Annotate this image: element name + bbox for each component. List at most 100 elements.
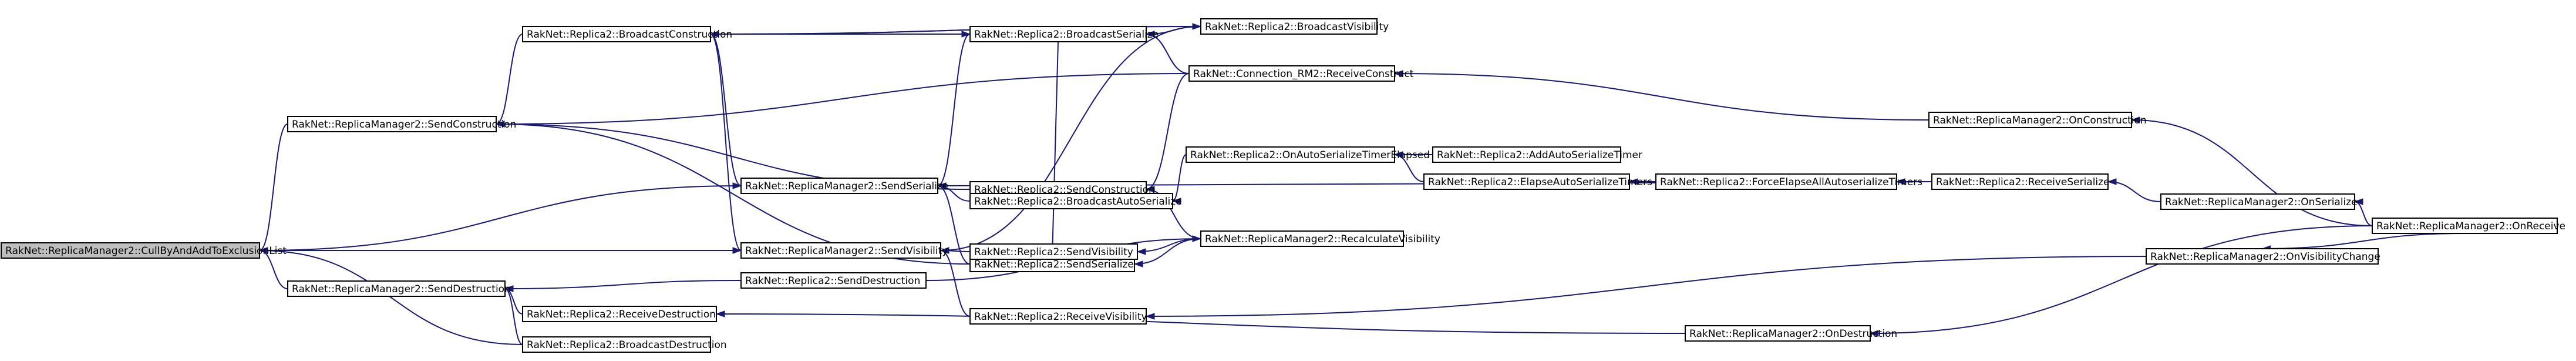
node-n16[interactable]: RakNet::Replica2::ForceElapseAllAutoseri… <box>1655 173 1922 190</box>
edge-line <box>937 34 971 186</box>
node-n23[interactable]: RakNet::Replica2::SendDestruction <box>740 272 927 289</box>
node-label: RakNet::ReplicaManager2::OnVisibilityCha… <box>2150 251 2380 263</box>
edge-arrowhead <box>1192 23 1202 30</box>
node-box <box>969 26 1147 42</box>
edge-n16-n17 <box>1895 178 1932 185</box>
node-box <box>1655 173 1897 190</box>
node-box <box>1928 112 2132 128</box>
edge-line <box>259 123 288 251</box>
edge-n6-n5 <box>710 34 742 189</box>
node-n14[interactable]: RakNet::Replica2::AddAutoSerializeTimer <box>1432 146 1642 163</box>
edge-line <box>710 34 742 251</box>
edge-n11-n20 <box>1393 70 1930 121</box>
node-n15[interactable]: RakNet::Replica2::ElapseAutoSerializeTim… <box>1423 173 1652 190</box>
edge-n24-n25 <box>1145 256 2147 320</box>
edge-line <box>1394 73 1930 121</box>
edge-arrowhead <box>258 247 268 254</box>
node-box <box>740 272 927 289</box>
node-n19[interactable]: RakNet::ReplicaManager2::OnReceive <box>2372 218 2565 234</box>
edge-n2-n5 <box>710 34 742 254</box>
node-n24[interactable]: RakNet::Replica2::ReceiveVisibility <box>969 308 1147 325</box>
edge-arrowhead <box>2130 116 2140 123</box>
node-label: RakNet::ReplicaManager2::SendConstructio… <box>292 119 516 131</box>
edge-n12-n13 <box>1171 154 1187 205</box>
node-n18[interactable]: RakNet::ReplicaManager2::OnSerialize <box>2160 193 2358 210</box>
node-box <box>287 280 506 297</box>
edge-n17-n18 <box>2107 178 2161 202</box>
node-box <box>1200 230 1404 247</box>
node-label: RakNet::ReplicaManager2::OnConstruction <box>1933 115 2147 126</box>
edge-arrowhead <box>2107 178 2117 185</box>
edge-line <box>1172 154 1187 202</box>
node-box <box>1188 65 1395 82</box>
edge-arrowhead <box>1393 151 1403 158</box>
edge-n13-n15 <box>1393 151 1425 182</box>
edge-line <box>1146 73 1190 190</box>
edge-arrowhead <box>504 285 514 292</box>
node-label: RakNet::Replica2::BroadcastAutoSerialize <box>974 196 1182 208</box>
node-n4[interactable]: RakNet::Replica2::BroadcastDestruction <box>522 336 727 353</box>
node-label: RakNet::Replica2::AddAutoSerializeTimer <box>1437 149 1642 161</box>
edge-arrowhead <box>732 182 742 189</box>
edge-n1-n5 <box>495 34 523 128</box>
edge-line <box>504 280 742 289</box>
edge-line <box>2131 119 2373 226</box>
node-label: RakNet::Connection_RM2::ReceiveConstruct <box>1193 68 1414 80</box>
node-box <box>1186 146 1395 163</box>
edge-n6-n9 <box>937 34 971 189</box>
edge-line <box>259 185 742 251</box>
node-label: RakNet::ReplicaManager2::SendSerialize <box>745 180 948 192</box>
edge-n3-n26 <box>504 285 523 315</box>
node-box <box>287 116 497 132</box>
edge-line <box>937 185 971 265</box>
edge-arrowhead <box>1136 248 1146 255</box>
node-n26[interactable]: RakNet::Replica2::ReceiveDestruction <box>522 306 717 322</box>
edge-n27-n19 <box>1869 225 2373 337</box>
edge-line <box>496 34 523 125</box>
edge-arrowhead <box>1171 198 1181 205</box>
node-label: RakNet::Replica2::ReceiveVisibility <box>974 311 1147 323</box>
node-n20[interactable]: RakNet::ReplicaManager2::OnConstruction <box>1928 112 2147 128</box>
node-box <box>740 242 941 259</box>
node-n1[interactable]: RakNet::ReplicaManager2::SendConstructio… <box>287 116 516 132</box>
node-n10[interactable]: RakNet::Replica2::BroadcastVisibility <box>1200 18 1389 35</box>
node-n17[interactable]: RakNet::Replica2::ReceiveSerialize <box>1931 173 2110 190</box>
node-label: RakNet::ReplicaManager2::OnReceive <box>2376 220 2565 232</box>
edge-n3-n23 <box>504 280 742 292</box>
node-n9[interactable]: RakNet::Replica2::BroadcastSerialize <box>969 26 1159 42</box>
edge-line <box>1870 225 2373 334</box>
node-box <box>969 193 1173 209</box>
edge-line <box>710 34 742 186</box>
node-n13[interactable]: RakNet::Replica2::OnAutoSerializeTimerEl… <box>1186 146 1430 163</box>
node-n22[interactable]: RakNet::ReplicaManager2::RecalculateVisi… <box>1200 230 1440 247</box>
node-n11[interactable]: RakNet::Connection_RM2::ReceiveConstruct <box>1188 65 1414 82</box>
node-box <box>1931 173 2109 190</box>
node-label: RakNet::Replica2::BroadcastConstruction <box>527 29 732 41</box>
edge-line <box>940 250 971 317</box>
node-box <box>1685 325 1871 342</box>
node-n5[interactable]: RakNet::Replica2::BroadcastConstruction <box>522 26 732 42</box>
edge-n8-n22 <box>1145 186 1201 239</box>
edge-n18-n19 <box>2353 198 2373 226</box>
edge-arrowhead <box>1145 313 1155 320</box>
node-box <box>969 308 1147 325</box>
edge-n0-n6 <box>258 185 742 254</box>
node-label: RakNet::Replica2::ReceiveDestruction <box>527 309 716 320</box>
node-box <box>522 306 717 322</box>
node-label: RakNet::ReplicaManager2::OnDestruction <box>1689 328 1897 340</box>
node-n21[interactable]: RakNet::Replica2::SendVisibility <box>969 243 1138 260</box>
node-n6[interactable]: RakNet::ReplicaManager2::SendSerialize <box>740 178 948 194</box>
node-n3[interactable]: RakNet::ReplicaManager2::SendDestruction <box>287 280 511 297</box>
node-box <box>969 243 1138 260</box>
edge-n26-n27 <box>715 310 1686 334</box>
node-n12[interactable]: RakNet::Replica2::BroadcastAutoSerialize <box>969 193 1182 209</box>
node-n0[interactable]: RakNet::ReplicaManager2::CullByAndAddToE… <box>1 242 287 259</box>
node-n27[interactable]: RakNet::ReplicaManager2::OnDestruction <box>1685 325 1897 342</box>
node-n2[interactable]: RakNet::ReplicaManager2::SendVisibility <box>740 242 948 259</box>
node-n25[interactable]: RakNet::ReplicaManager2::OnVisibilityCha… <box>2146 248 2380 265</box>
node-box <box>1432 146 1621 163</box>
edge-n8-n11 <box>1145 73 1190 193</box>
edge-arrowhead <box>940 247 949 254</box>
edge-arrowhead <box>1145 186 1155 193</box>
